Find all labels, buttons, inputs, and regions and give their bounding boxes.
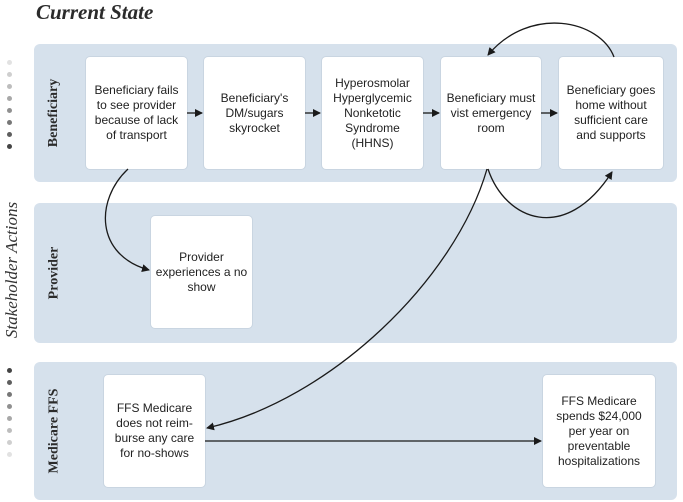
box-ffs-no-reimburse: FFS Medicare does not reim-burse any car… [104,375,205,487]
box-goes-home: Beneficiary goes home without sufficient… [559,57,663,169]
lane-label-medicare-ffs: Medicare FFS [46,388,62,474]
lane-dots-bottom [7,368,13,464]
lane-provider: Provider [34,203,677,343]
box-provider-no-show: Provider experiences a no show [151,216,252,328]
box-ffs-spends: FFS Medicare spends $24,000 per year on … [543,375,655,487]
box-fails-to-see-provider: Beneficiary fails to see provider becaus… [86,57,187,169]
lane-dots-top [7,60,13,156]
box-hhns: Hyperosmolar Hyperglycemic Nonketotic Sy… [322,57,423,169]
stakeholder-actions-label: Stakeholder Actions [2,201,21,339]
page-title: Current State [36,0,154,24]
lane-label-beneficiary: Beneficiary [46,78,62,148]
box-sugars-skyrocket: Beneficiary's DM/sugars skyrocket [204,57,305,169]
lane-label-provider: Provider [46,246,61,300]
box-emergency-room: Beneficiary must vist emergency room [441,57,541,169]
